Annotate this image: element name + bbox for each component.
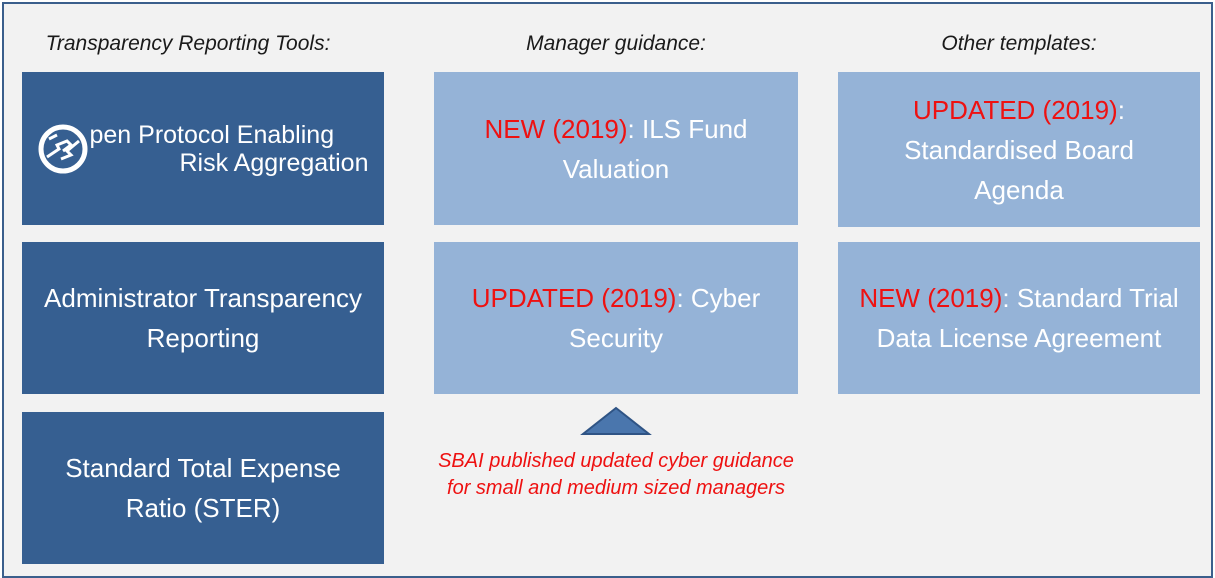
- board-title: Standardised Board Agenda: [904, 134, 1134, 205]
- ster-tile[interactable]: Standard Total Expense Ratio (STER): [22, 412, 384, 564]
- middle-column-header: Manager guidance:: [526, 32, 706, 55]
- ils-fund-valuation-tile[interactable]: NEW (2019): ILS Fund Valuation: [434, 72, 798, 225]
- ils-separator: :: [627, 113, 635, 144]
- ils-fund-valuation-text: NEW (2019): ILS Fund Valuation: [474, 109, 758, 189]
- board-separator: :: [1117, 94, 1125, 125]
- trial-title: Standard Trial Data License Agreement: [876, 283, 1179, 353]
- trial-data-license-tile[interactable]: NEW (2019): Standard Trial Data License …: [838, 242, 1200, 394]
- cyber-security-tile[interactable]: UPDATED (2019): Cyber Security: [434, 242, 798, 394]
- board-agenda-text: UPDATED (2019): Standardised Board Agenda: [868, 90, 1170, 210]
- ils-new-tag: NEW (2019): [484, 113, 628, 144]
- cyber-guidance-callout: SBAI published updated cyber guidance fo…: [438, 450, 794, 499]
- trial-separator: :: [1002, 283, 1010, 313]
- cyber-updated-tag: UPDATED (2019): [471, 283, 677, 313]
- logo-line-2: Risk Aggregation: [179, 148, 369, 177]
- left-column-header: Transparency Reporting Tools:: [45, 32, 331, 55]
- cyber-title: Cyber Security: [569, 283, 761, 353]
- administrator-transparency-label: Administrator Transparency Reporting: [44, 283, 362, 353]
- trial-data-license-text: NEW (2019): Standard Trial Data License …: [852, 278, 1186, 358]
- ils-title: ILS Fund Valuation: [562, 113, 748, 184]
- openpera-tile[interactable]: pen Protocol Enabling Risk Aggregation: [22, 72, 384, 225]
- right-column-header: Other templates:: [941, 32, 1097, 55]
- board-updated-tag: UPDATED (2019): [913, 94, 1118, 125]
- up-arrow-triangle: [580, 406, 652, 435]
- trial-new-tag: NEW (2019): [859, 283, 1003, 313]
- administrator-transparency-tile[interactable]: Administrator Transparency Reporting: [22, 242, 384, 394]
- board-agenda-tile[interactable]: UPDATED (2019): Standardised Board Agenda: [838, 72, 1200, 227]
- cyber-separator: :: [676, 283, 684, 313]
- logo-line-1: pen Protocol Enabling: [89, 120, 335, 149]
- hand-circle-logo-icon: [38, 124, 88, 173]
- openpera-logo: pen Protocol Enabling Risk Aggregation: [37, 120, 369, 177]
- ster-label: Standard Total Expense Ratio (STER): [65, 453, 341, 523]
- cyber-security-text: UPDATED (2019): Cyber Security: [454, 278, 778, 358]
